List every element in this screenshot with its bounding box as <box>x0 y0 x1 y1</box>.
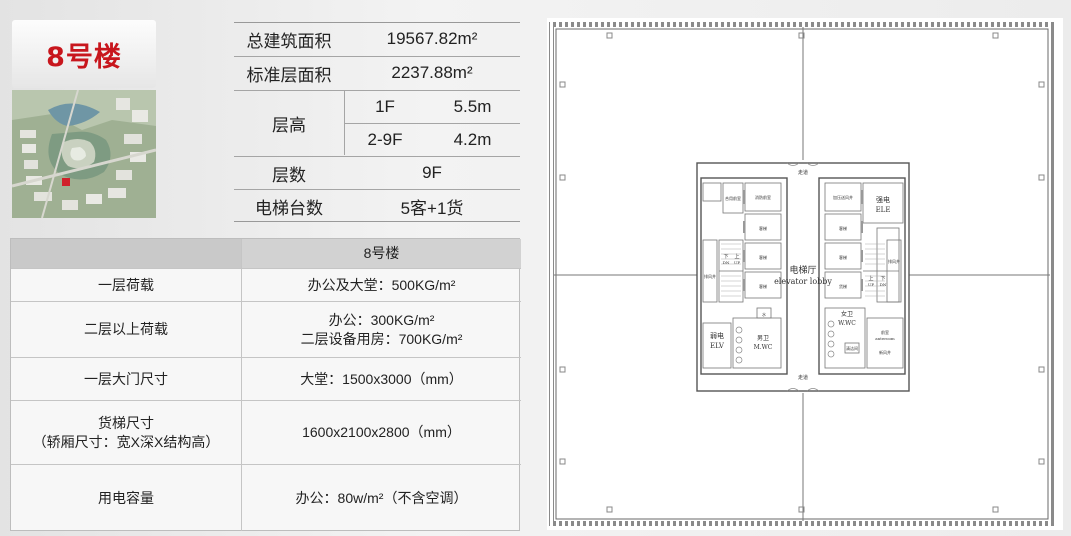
floor-plan-drawing: 电梯厅 elevator lobby 走道 走道 弱电 ELV 强电 ELE 男… <box>547 18 1063 530</box>
plan-lift-5: 客梯 <box>839 254 847 260</box>
plan-corridor-top: 走道 <box>798 169 808 176</box>
load-label-freight-size: 货梯尺寸 （轿厢尺寸：宽X深X结构高） <box>11 401 242 464</box>
load-value-upper-floors: 办公：300KG/m² 二层设备用房：700KG/m² <box>242 302 521 357</box>
load-value-equipment: 二层设备用房：700KG/m² <box>300 330 463 347</box>
load-row-power: 用电容量 办公：80w/m²（不含空调） <box>11 465 521 531</box>
load-row-upper-floors: 二层以上荷载 办公：300KG/m² 二层设备用房：700KG/m² <box>11 302 521 358</box>
load-table: 8号楼 一层荷载 办公及大堂：500KG/m² 二层以上荷载 办公：300KG/… <box>10 238 521 531</box>
height-row-2-9f: 2-9F 4.2m <box>345 124 520 155</box>
plan-stair-up-right: 上 <box>868 275 873 282</box>
plan-lift-1: 客梯 <box>759 225 767 231</box>
plan-lobby-cn: 电梯厅 <box>789 264 816 276</box>
plan-ele-cn: 强电 <box>876 195 890 204</box>
height-row-1f: 1F 5.5m <box>345 91 520 123</box>
load-header-building: 8号楼 <box>363 245 400 261</box>
plan-stair-up-left: 上 <box>734 253 739 260</box>
plan-wwc-en: W.WC <box>838 320 856 327</box>
height-label: 层高 <box>272 115 306 135</box>
plan-stair-dn-right: 下 <box>880 276 885 282</box>
load-value-door-size: 大堂：1500x3000（mm） <box>300 370 463 387</box>
plan-wwc-cn: 女卫 <box>841 310 853 318</box>
load-label-power: 用电容量 <box>11 465 242 531</box>
floors-label: 层数 <box>272 165 306 185</box>
plan-fresh-air-duct: 新风井 <box>879 349 891 355</box>
gross-area-value: 19567.82m² <box>386 29 478 48</box>
plan-stair-up-en-left: UP <box>734 260 740 265</box>
load-row-door-size: 一层大门尺寸 大堂：1500x3000（mm） <box>11 358 521 401</box>
plan-exhaust-shaft-left: 排风井 <box>704 273 716 279</box>
plan-water-room: 水 <box>762 311 766 317</box>
load-label-door-size: 一层大门尺寸 <box>11 358 242 400</box>
elevator-label: 电梯台数 <box>255 198 323 218</box>
spec-table: 总建筑面积 19567.82m² 标准层面积 2237.88m² 层高 1F 5… <box>234 22 520 222</box>
plan-lift-4: 客梯 <box>839 225 847 231</box>
plan-anteroom-en: anteroom <box>875 336 895 341</box>
floors-value: 9F <box>422 163 442 182</box>
spec-row-floors: 层数 9F <box>234 157 520 189</box>
spec-row-elevators: 电梯台数 5客+1货 <box>234 190 520 222</box>
load-label-ground-floor: 一层荷载 <box>11 269 242 301</box>
std-floor-label: 标准层面积 <box>246 65 332 85</box>
load-row-freight-size: 货梯尺寸 （轿厢尺寸：宽X深X结构高） 1600x2100x2800（mm） <box>11 401 521 465</box>
height-floor-2-9f: 2-9F <box>367 129 403 149</box>
plan-lobby-en: elevator lobby <box>774 277 832 286</box>
plan-exhaust-shaft-right: 排风井 <box>888 258 900 264</box>
site-map-graphic <box>12 90 156 218</box>
plan-anteroom-cn: 前室 <box>881 329 889 335</box>
elevator-value: 5客+1货 <box>400 198 464 218</box>
plan-ele-en: ELE <box>876 206 891 214</box>
freight-label-sub: （轿厢尺寸：宽X深X结构高） <box>32 433 220 450</box>
load-row-ground-floor: 一层荷载 办公及大堂：500KG/m² <box>11 269 521 302</box>
height-floor-1f: 1F <box>375 97 395 116</box>
gross-area-label: 总建筑面积 <box>246 31 332 51</box>
plan-stair-dn-en-right: DN <box>880 282 887 287</box>
spec-row-gross-area: 总建筑面积 19567.82m² <box>234 23 520 55</box>
load-label-upper-floors: 二层以上荷载 <box>11 302 242 357</box>
load-table-header: 8号楼 <box>11 239 521 269</box>
plan-elv-cn: 弱电 <box>710 331 724 340</box>
plan-corridor-bottom: 走道 <box>798 374 808 381</box>
height-value-2-9f: 4.2m <box>453 129 492 149</box>
site-aerial-map <box>12 90 156 218</box>
building-title-card: 8号楼 <box>12 20 156 88</box>
plan-wash-room: 清洁间 <box>846 345 858 351</box>
load-value-power: 办公：80w/m²（不含空调） <box>295 489 468 506</box>
plan-stair-dn-left: 下 <box>723 254 728 260</box>
floor-plan: 电梯厅 elevator lobby 走道 走道 弱电 ELV 强电 ELE 男… <box>547 18 1063 530</box>
plan-fire-anteroom: 消防前室 <box>755 194 771 200</box>
plan-pressure-shaft: 加压送风井 <box>833 194 853 200</box>
height-value-1f: 5.5m <box>453 97 492 116</box>
spec-row-height: 层高 <box>234 91 520 155</box>
load-value-ground-floor: 办公及大堂：500KG/m² <box>307 276 456 293</box>
plan-lift-2: 客梯 <box>759 254 767 260</box>
plan-stair-dn-en-left: DN <box>723 260 730 265</box>
plan-lift-3: 客梯 <box>759 283 767 289</box>
plan-mwc-cn: 男卫 <box>757 335 769 342</box>
plan-stair-up-en-right: UP <box>868 282 874 287</box>
load-value-freight-size: 1600x2100x2800（mm） <box>302 424 461 440</box>
load-value-office: 办公：300KG/m² <box>328 311 435 328</box>
spec-row-std-floor: 标准层面积 2237.88m² <box>234 57 520 89</box>
building-title: 8号楼 <box>46 41 122 73</box>
plan-room-shared: 合用前室 <box>725 195 741 201</box>
plan-freight-lift: 货梯 <box>839 283 847 289</box>
plan-mwc-en: M.WC <box>754 344 773 351</box>
load-header-blank <box>11 239 242 268</box>
plan-elv-en: ELV <box>710 342 725 350</box>
freight-label-main: 货梯尺寸 <box>98 414 154 431</box>
std-floor-value: 2237.88m² <box>391 63 473 82</box>
